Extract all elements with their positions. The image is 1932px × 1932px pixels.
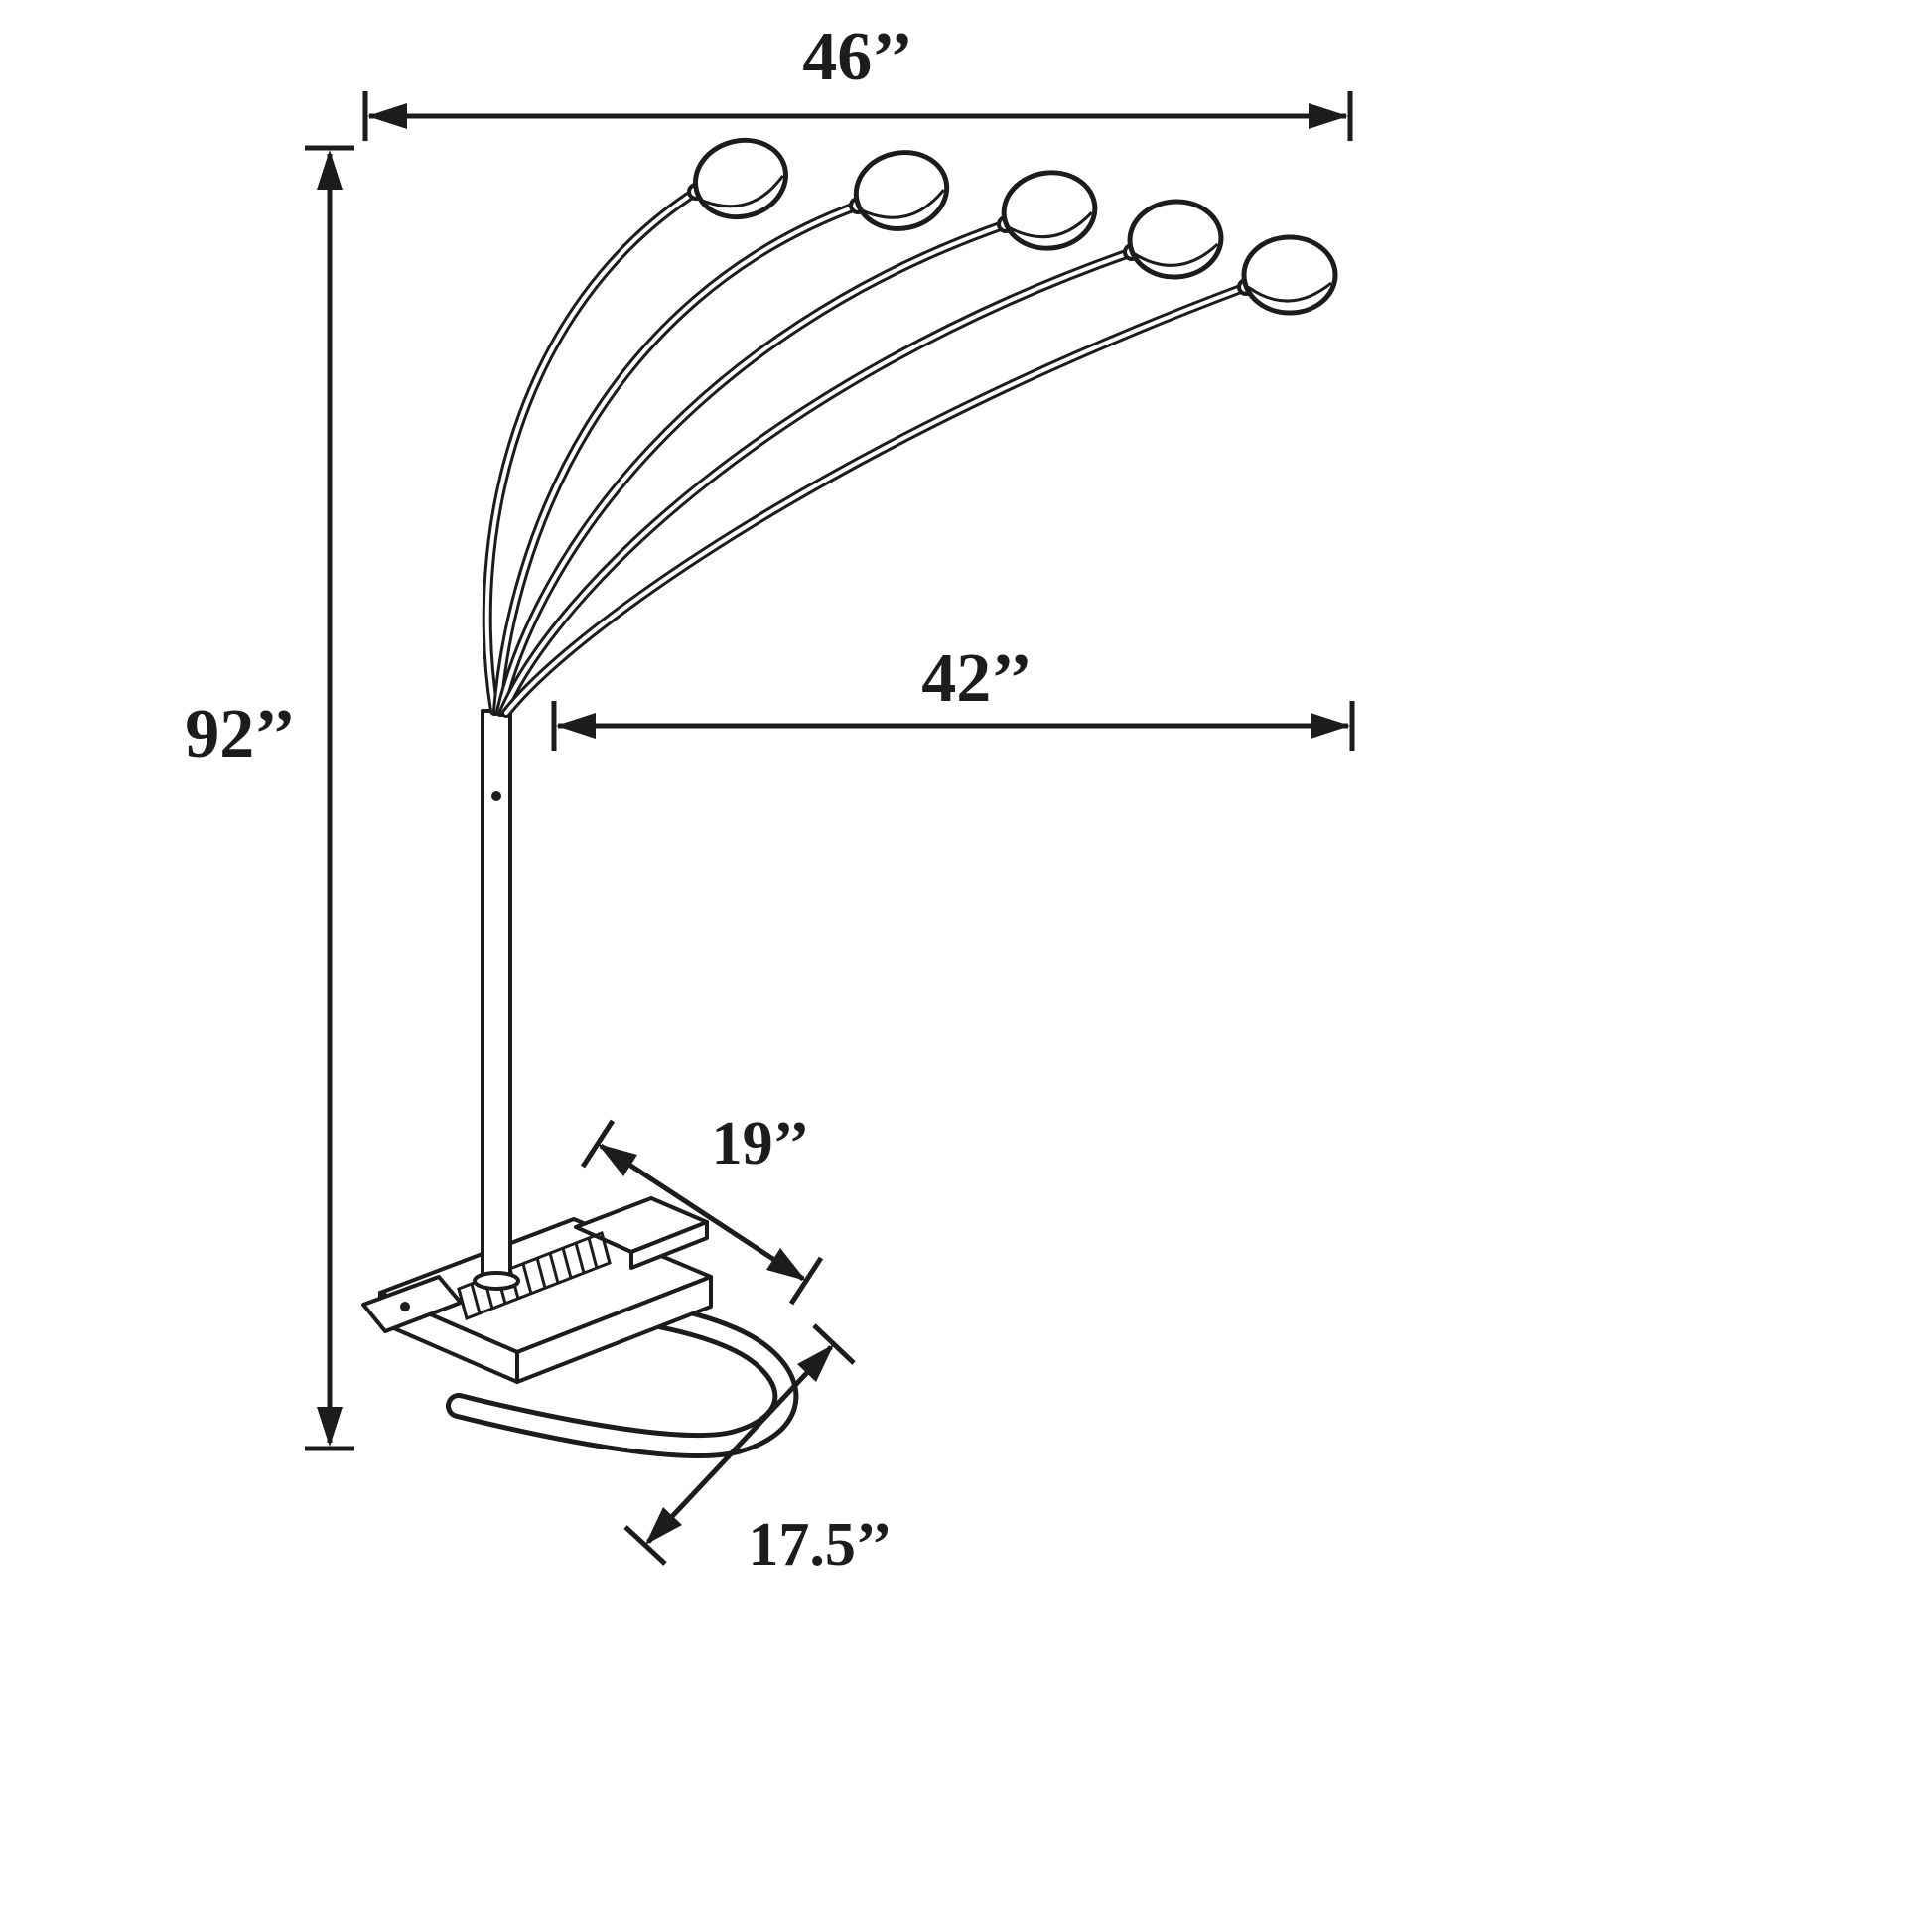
dim-tick: [623, 1525, 667, 1566]
arm-3: [495, 219, 1011, 717]
shade-3: [1001, 170, 1098, 251]
arrowhead-upper-right: [797, 1344, 834, 1382]
lamp-arms: [482, 183, 1255, 718]
dimension-overall-height: 92’’: [185, 145, 354, 1451]
pole: [473, 709, 520, 1291]
shade-2: [853, 150, 950, 231]
foot-tube: [446, 1288, 799, 1459]
base-length-label: 19’’: [712, 1110, 810, 1177]
dim-line: [599, 1143, 805, 1282]
arrowhead-down: [317, 1407, 343, 1447]
arm-5: [501, 282, 1251, 718]
base-tab: [361, 1275, 463, 1333]
base-slab-front-right: [515, 1275, 713, 1384]
dimension-arm-reach: 42’’: [551, 640, 1355, 751]
pole-base-collar: [473, 1271, 520, 1291]
arrowhead-left: [367, 103, 407, 129]
base-step-front: [629, 1220, 709, 1270]
overall-height-label: 92’’: [185, 696, 295, 772]
dimension-base-depth: 17.5’’: [623, 1323, 893, 1579]
shade-1: [692, 137, 789, 220]
arrowhead-right: [1311, 713, 1350, 739]
base: [361, 1196, 713, 1384]
dim-line: [646, 1345, 833, 1544]
base-screw-dot: [400, 1302, 410, 1311]
arm-reach-label: 42’’: [921, 640, 1032, 717]
arrowhead-lower-left: [645, 1507, 682, 1545]
pole-switch-dot: [491, 791, 501, 801]
arrowhead-right: [1309, 103, 1348, 129]
dimension-overall-width: 46’’: [362, 19, 1353, 141]
pole-column: [481, 709, 512, 1283]
arrowhead-up: [317, 150, 343, 190]
overall-width-label: 46’’: [802, 19, 912, 95]
base-depth-label: 17.5’’: [748, 1511, 892, 1579]
shade-4-rim: [1134, 242, 1219, 267]
arrowhead-lower-right: [766, 1248, 806, 1281]
lamp-shades: [692, 137, 1338, 316]
shade-1-rim: [703, 174, 784, 208]
shade-3-rim: [1009, 211, 1093, 239]
foot-tube-core: [451, 1293, 794, 1454]
shade-2-rim: [862, 189, 945, 219]
dimension-base-length: 19’’: [580, 1110, 824, 1306]
arrowhead-left: [556, 713, 596, 739]
shade-4: [1127, 199, 1224, 280]
shade-5-rim: [1247, 281, 1332, 303]
arrowhead-upper-left: [598, 1144, 637, 1176]
shade-5: [1241, 234, 1338, 316]
